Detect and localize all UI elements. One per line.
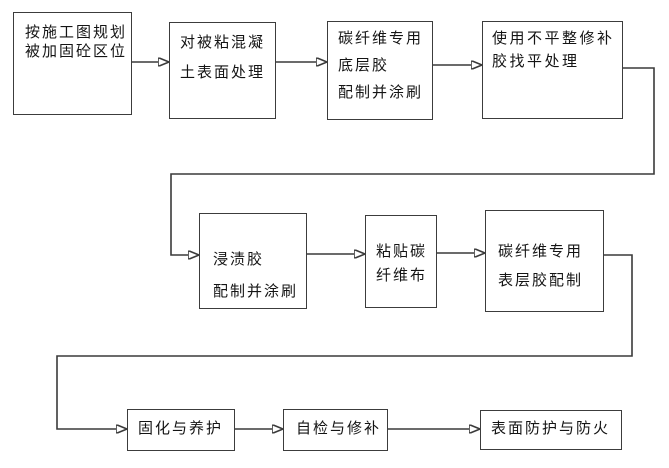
- arrow-step4-step5-wrap: [170, 67, 655, 255]
- step-topcoat-adhesive: 碳纤维专用 表层胶配制: [485, 210, 604, 312]
- step-surface-protection: 表面防护与防火: [480, 410, 622, 450]
- step-curing-maintenance: 固化与养护: [127, 409, 235, 451]
- step-plan-region: 按施工图规划 被加固砼区位: [13, 12, 132, 115]
- step-self-inspection-repair: 自检与修补: [283, 409, 388, 451]
- step-paste-cfrp-cloth: 粘贴碳 纤维布: [365, 215, 437, 308]
- step-surface-treatment: 对被粘混凝 土表面处理: [169, 22, 276, 119]
- arrow-step7-step8-wrap: [56, 254, 633, 429]
- step-primer-adhesive: 碳纤维专用 底层胶 配制并涂刷: [327, 21, 433, 120]
- step-impregnation-adhesive: 浸渍胶 配制并涂刷: [199, 213, 307, 309]
- step-leveling-repair: 使用不平整修补 胶找平处理: [482, 21, 623, 119]
